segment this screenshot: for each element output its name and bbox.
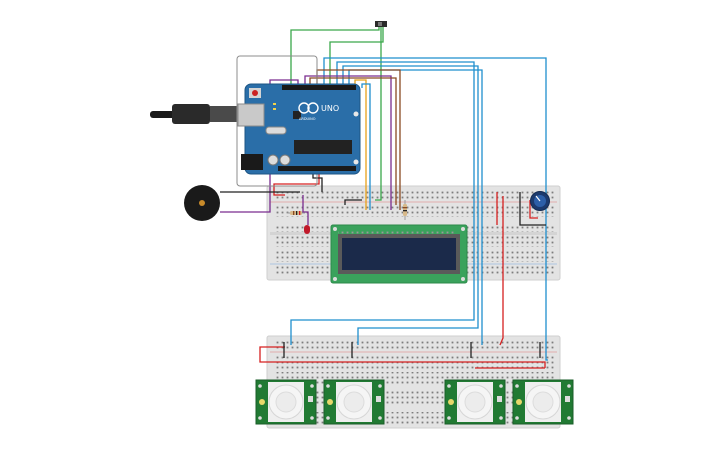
slide-switch[interactable]	[375, 21, 387, 27]
wire-green-3[interactable]	[375, 24, 382, 201]
wire-red-1[interactable]	[273, 170, 320, 196]
arduino-logo-icon	[298, 102, 310, 114]
arduino-uno[interactable]: UNO ARDUINO	[236, 55, 361, 187]
wire-red-rail[interactable]	[285, 361, 546, 368]
atmega-chip	[294, 140, 352, 154]
wire-black-3[interactable]	[519, 192, 546, 226]
resistor-1[interactable]	[287, 211, 305, 215]
wire-blue-4[interactable]	[348, 69, 483, 345]
wire-black-2[interactable]	[344, 199, 362, 205]
pir-sensor-4[interactable]	[512, 379, 574, 425]
wire-purple-1[interactable]	[304, 75, 392, 210]
wire-blue-6[interactable]	[361, 83, 371, 210]
board-brand-label: ARDUINO	[299, 117, 316, 121]
wire-purple-led[interactable]	[302, 195, 309, 225]
led-red[interactable]	[304, 225, 310, 234]
reset-button[interactable]	[252, 90, 258, 96]
wire-blue-1[interactable]	[323, 57, 547, 225]
wire-green-2[interactable]	[329, 24, 384, 88]
wire-red-3[interactable]	[529, 200, 538, 219]
wire-brown-2[interactable]	[309, 77, 397, 205]
wire-red-4[interactable]	[499, 196, 504, 346]
wire-purple-2[interactable]	[220, 79, 299, 213]
lcd-16x2[interactable]	[330, 224, 468, 284]
potentiometer[interactable]	[530, 191, 550, 211]
board-model-label: UNO	[321, 104, 339, 113]
wire-blue-5[interactable]	[545, 225, 548, 361]
wire-red-5[interactable]	[259, 346, 285, 363]
wire-blue-2[interactable]	[290, 61, 475, 345]
lcd-screen	[342, 238, 456, 270]
pir-sensor-2[interactable]	[323, 379, 385, 425]
pir-sensor-1[interactable]	[255, 379, 317, 425]
pir-sensor-3[interactable]	[444, 379, 506, 425]
piezo-buzzer[interactable]	[184, 185, 220, 221]
resistor-2[interactable]	[403, 200, 407, 220]
